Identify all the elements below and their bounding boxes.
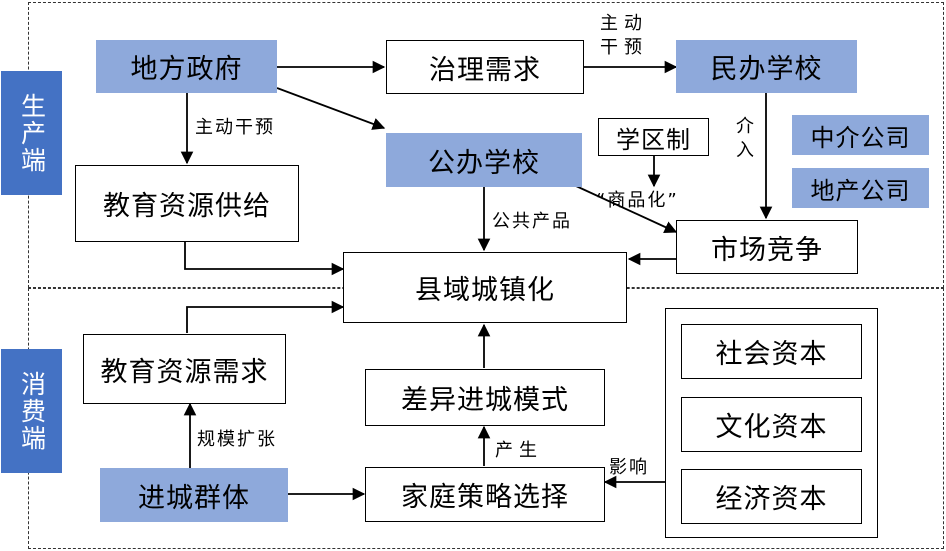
node-market-competition: 市场竞争	[676, 220, 858, 274]
node-private-school: 民办学校	[676, 40, 857, 93]
label-scale-expansion: 规模扩张	[197, 429, 277, 450]
label-produce: 产生	[495, 440, 543, 461]
node-migrant-group: 进城群体	[100, 468, 288, 522]
label-active-intervention-left: 主动干预	[195, 117, 275, 138]
node-public-school: 公办学校	[386, 133, 582, 187]
node-education-demand: 教育资源需求	[83, 334, 286, 404]
node-differentiated-mode: 差异进城模式	[365, 369, 605, 426]
consumption-side-label: 消费端	[1, 349, 62, 473]
arrow-supply-to-urbanization	[184, 242, 345, 276]
node-economic-capital: 经济资本	[681, 469, 862, 524]
node-school-district-system: 学区制	[598, 118, 709, 156]
label-active-intervention-top: 主动 干预	[600, 13, 648, 58]
node-local-government: 地方政府	[96, 40, 277, 93]
node-family-strategy: 家庭策略选择	[365, 467, 605, 522]
label-public-good: 公共产品	[492, 211, 572, 232]
production-side-label: 生产端	[1, 71, 62, 195]
node-intermediary-company: 中介公司	[792, 115, 929, 155]
node-governance-demand: 治理需求	[386, 40, 584, 94]
label-commodification: “商品化”	[596, 190, 679, 211]
label-intervene: 介入	[733, 116, 754, 164]
arrow-public-to-market	[575, 185, 678, 233]
arrow-gov-to-public	[276, 87, 386, 130]
node-education-supply: 教育资源供给	[75, 165, 299, 242]
label-influence: 影响	[609, 457, 649, 478]
arrow-demand-to-urbanization	[186, 300, 345, 333]
node-cultural-capital: 文化资本	[681, 397, 862, 452]
node-county-urbanization: 县域城镇化	[343, 252, 627, 323]
node-social-capital: 社会资本	[681, 324, 862, 379]
node-real-estate-company: 地产公司	[792, 168, 929, 208]
